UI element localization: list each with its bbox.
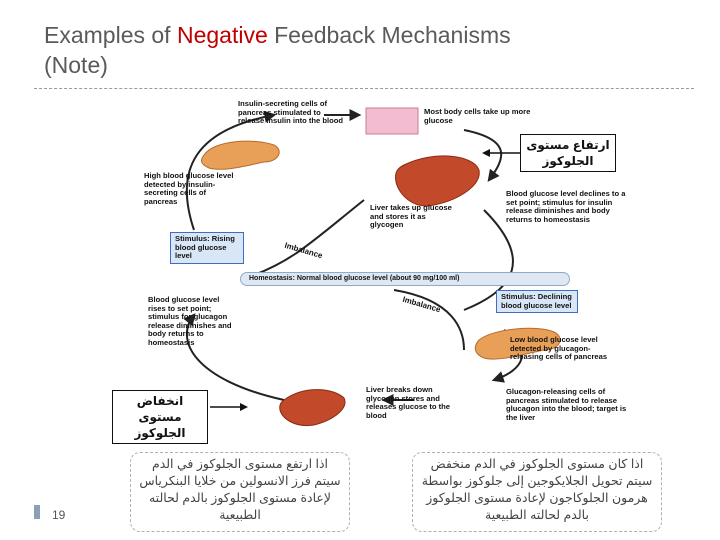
diagram-artwork [183, 107, 561, 427]
homeostasis-bar: Homeostasis: Normal blood glucose level … [240, 272, 570, 286]
page-marker [34, 505, 40, 519]
label-liver-takes: Liver takes up glucose and stores it as … [370, 203, 452, 230]
note-right-frame [412, 452, 662, 532]
label-rises: Blood glucose level rises to set point; … [148, 295, 232, 347]
liver-bottom-image [279, 389, 346, 427]
title-text: Examples of [44, 22, 177, 48]
page-number: 19 [52, 508, 66, 522]
label-glucagon-cells: Glucagon-releasing cells of pancreas sti… [506, 387, 627, 422]
title-text-end: Feedback Mechanisms [267, 22, 511, 48]
title-line: Examples of Negative Feedback Mechanisms [44, 20, 684, 50]
arrow-cells-to-liver [463, 129, 503, 182]
arrow-high-to-insulin [185, 110, 277, 231]
arrow-liver-to-rises [183, 313, 285, 401]
label-body-cells: Most body cells take up more glucose [424, 107, 531, 125]
liver-top-image [395, 155, 480, 207]
callout-fall: انخفاض مستوى الجلوكوز [112, 390, 208, 444]
stimulus-rising-box: Stimulus: Rising blood glucose level [170, 232, 244, 264]
title-divider [34, 88, 694, 89]
label-liver-breaks: Liver breaks down glycogen stores and re… [366, 385, 450, 420]
body-cells-image [365, 107, 419, 135]
feedback-diagram: Insulin-secreting cells of pancreas stim… [134, 99, 654, 440]
label-declines: Blood glucose level declines to a set po… [506, 189, 626, 224]
callout-fall-arrow [210, 403, 248, 411]
callout-rise-arrow [482, 149, 520, 157]
stimulus-declining-box: Stimulus: Declining blood glucose level [496, 290, 578, 314]
arrow-imbalance-top [253, 199, 365, 276]
note-left: اذا ارتفع مستوى الجلوكوز في الدم سيتم فر… [139, 457, 341, 522]
title-emphasis: Negative [176, 22, 268, 48]
label-insulin-cells: Insulin-secreting cells of pancreas stim… [238, 99, 344, 126]
pancreas-bottom-image [474, 327, 561, 360]
pancreas-top-image [200, 140, 280, 170]
label-low-glucose: Low blood glucose level detected by gluc… [510, 335, 608, 362]
label-high-glucose: High blood glucose level detected by ins… [144, 171, 234, 206]
subtitle: (Note) [44, 52, 108, 78]
slide-title: Examples of Negative Feedback Mechanisms… [44, 20, 684, 80]
note-left-frame [130, 452, 350, 532]
note-right: اذا كان مستوى الجلوكوز في الدم منخفض سيت… [421, 457, 653, 522]
arrow-liver-to-homeo [463, 209, 514, 311]
arrow-imbalance-bottom [393, 289, 465, 351]
callout-rise: ارتفاع مستوى الجلوكوز [520, 134, 616, 172]
